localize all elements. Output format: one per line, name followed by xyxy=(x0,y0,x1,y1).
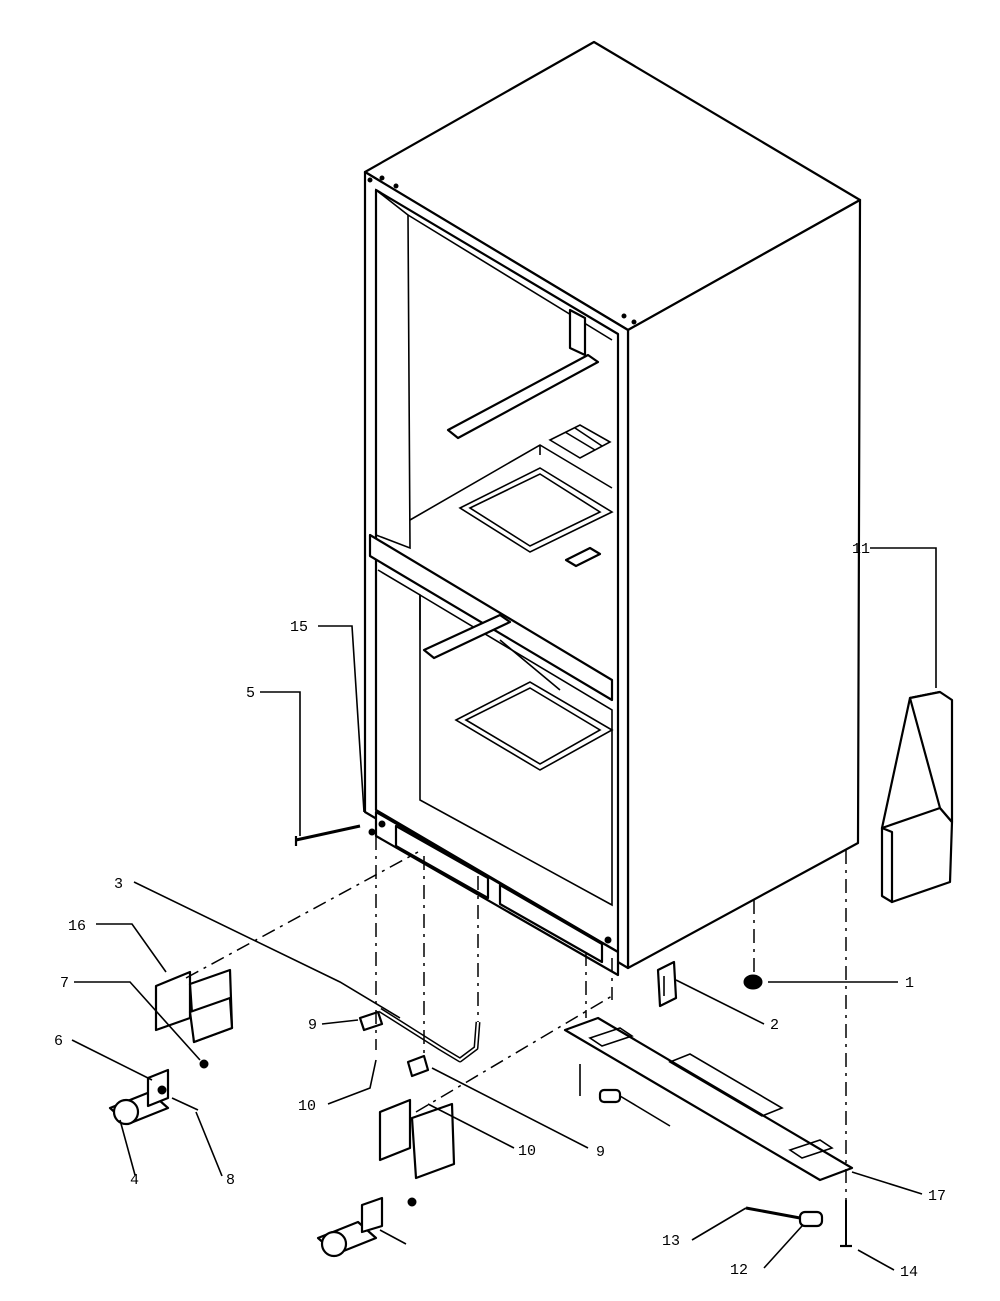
callout-16: 16 xyxy=(68,918,86,935)
callout-10b: 10 xyxy=(518,1143,536,1160)
callout-15: 15 xyxy=(290,619,308,636)
glide-12 xyxy=(798,1210,824,1228)
callout-17: 17 xyxy=(928,1188,946,1205)
refrigerator-cabinet xyxy=(363,40,862,977)
callout-10a: 10 xyxy=(298,1098,316,1115)
hinge-bracket-lower xyxy=(378,1098,456,1180)
screw-5 xyxy=(294,824,361,846)
callout-11: 11 xyxy=(852,541,870,558)
caster-roller-lower xyxy=(316,1196,417,1258)
caster-roller-4 xyxy=(108,1068,170,1126)
callout-13: 13 xyxy=(662,1233,680,1250)
assembly-lines xyxy=(185,836,847,1200)
callout-7: 7 xyxy=(60,975,69,992)
callout-labels: 1 2 3 4 5 6 7 8 9 9 10 10 11 12 13 14 15… xyxy=(54,541,946,1281)
callout-9a: 9 xyxy=(308,1017,317,1034)
callout-12: 12 xyxy=(730,1262,748,1279)
base-plate-17 xyxy=(563,1016,854,1182)
leveling-leg-1 xyxy=(743,974,763,990)
clip-2 xyxy=(656,960,678,1008)
callout-14: 14 xyxy=(900,1264,918,1281)
callout-2: 2 xyxy=(770,1017,779,1034)
callout-3: 3 xyxy=(114,876,123,893)
callout-9b: 9 xyxy=(596,1144,605,1161)
callout-6: 6 xyxy=(54,1033,63,1050)
tube-3 xyxy=(378,1007,481,1063)
callout-4: 4 xyxy=(130,1172,139,1189)
callout-5: 5 xyxy=(246,685,255,702)
callout-1: 1 xyxy=(905,975,914,992)
hinge-bracket-16 xyxy=(154,968,234,1044)
spring-13 xyxy=(745,1206,801,1220)
callout-8: 8 xyxy=(226,1172,235,1189)
door-stop-bracket xyxy=(880,690,954,904)
leader-lines xyxy=(71,547,937,1271)
